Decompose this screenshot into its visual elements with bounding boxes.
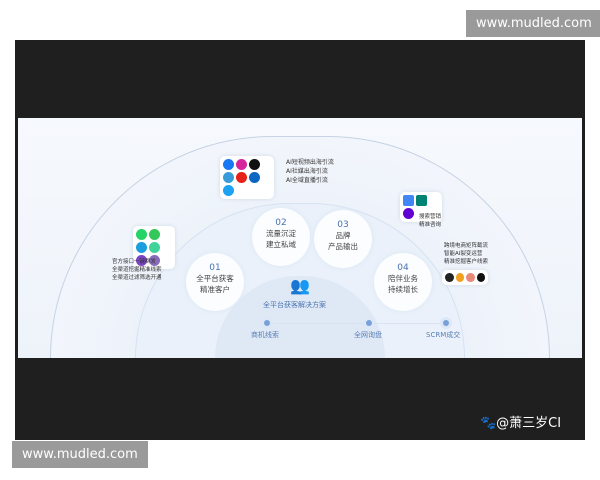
right-line: 精准挖掘客户线索 (444, 259, 489, 265)
step-02: 02 流量沉淀 建立私域 (252, 208, 310, 266)
right-line: 跨境电商矩阵截流 (444, 243, 489, 249)
telegram-icon (223, 172, 234, 183)
users-icon: 👥 (290, 276, 310, 295)
google-icon (403, 195, 414, 206)
step-label: 全平台获客 (196, 274, 234, 283)
timeline-line (266, 323, 449, 324)
center-title: 全平台获客解决方案 (263, 301, 326, 309)
step-number: 04 (397, 263, 409, 273)
watermark-top: www.mudled.com (466, 10, 600, 37)
signature: 🐾@萧三岁CI (480, 416, 562, 431)
social-line: AI社媒出海引流 (286, 168, 328, 175)
left-line: 全渠道过滤筛选开通 (112, 275, 162, 281)
search-icons (400, 192, 442, 222)
timeline-dot (366, 320, 372, 326)
step-number: 02 (275, 218, 287, 228)
left-line: 官方接口一键群发 (112, 259, 157, 265)
shopify-icon (455, 273, 464, 282)
signal-icon (149, 255, 160, 266)
timeline-label: 全网询盘 (354, 331, 382, 339)
tiktok-icon (249, 159, 260, 170)
bing-icon (416, 195, 427, 206)
step-label: 流量沉淀 (266, 229, 296, 238)
step-number: 01 (209, 263, 221, 273)
step-label: 建立私域 (266, 240, 296, 249)
amazon-icon (445, 273, 454, 282)
messaging-icons (133, 226, 175, 269)
slide: AI短视频出海引流 AI社媒出海引流 AI全域直播引流 官方接口一键群发 全渠道… (18, 118, 582, 358)
ecom-icons (442, 270, 488, 285)
youtube-icon (236, 172, 247, 183)
left-line: 全渠道挖掘精准线索 (112, 267, 162, 273)
social-line: AI短视频出海引流 (286, 159, 334, 166)
tiktok-shop-icon (476, 273, 485, 282)
step-label: 品牌 (335, 231, 351, 240)
step-label: 持续增长 (388, 285, 418, 294)
instagram-icon (236, 159, 247, 170)
whatsapp-icon (136, 229, 147, 240)
yahoo-icon (403, 208, 414, 219)
messenger-icon (136, 242, 147, 253)
search-line: 搜索营销 (419, 214, 442, 220)
step-01: 01 全平台获客 精准客户 (186, 253, 244, 311)
timeline-label: 商机线索 (251, 331, 279, 339)
timeline-dot (443, 320, 449, 326)
imessage-icon (149, 242, 160, 253)
step-label: 陪伴业务 (388, 274, 418, 283)
watermark-bottom: www.mudled.com (12, 441, 148, 468)
step-label: 精准客户 (200, 285, 230, 294)
line-icon (149, 229, 160, 240)
step-label: 产品输出 (328, 242, 358, 251)
social-line: AI全域直播引流 (286, 177, 328, 184)
step-number: 03 (337, 220, 349, 230)
step-03: 03 品牌 产品输出 (314, 210, 372, 268)
facebook-icon (223, 159, 234, 170)
shop-icon (466, 273, 475, 282)
social-icons (220, 156, 274, 199)
linkedin-icon (249, 172, 260, 183)
timeline-dot (264, 320, 270, 326)
step-04: 04 陪伴业务 持续增长 (374, 253, 432, 311)
timeline-label: SCRM成交 (426, 331, 461, 339)
viber-icon (136, 255, 147, 266)
search-line: 精准咨询 (419, 222, 442, 228)
twitter-icon (223, 185, 234, 196)
right-line: 智能AI裂变运营 (444, 251, 483, 257)
